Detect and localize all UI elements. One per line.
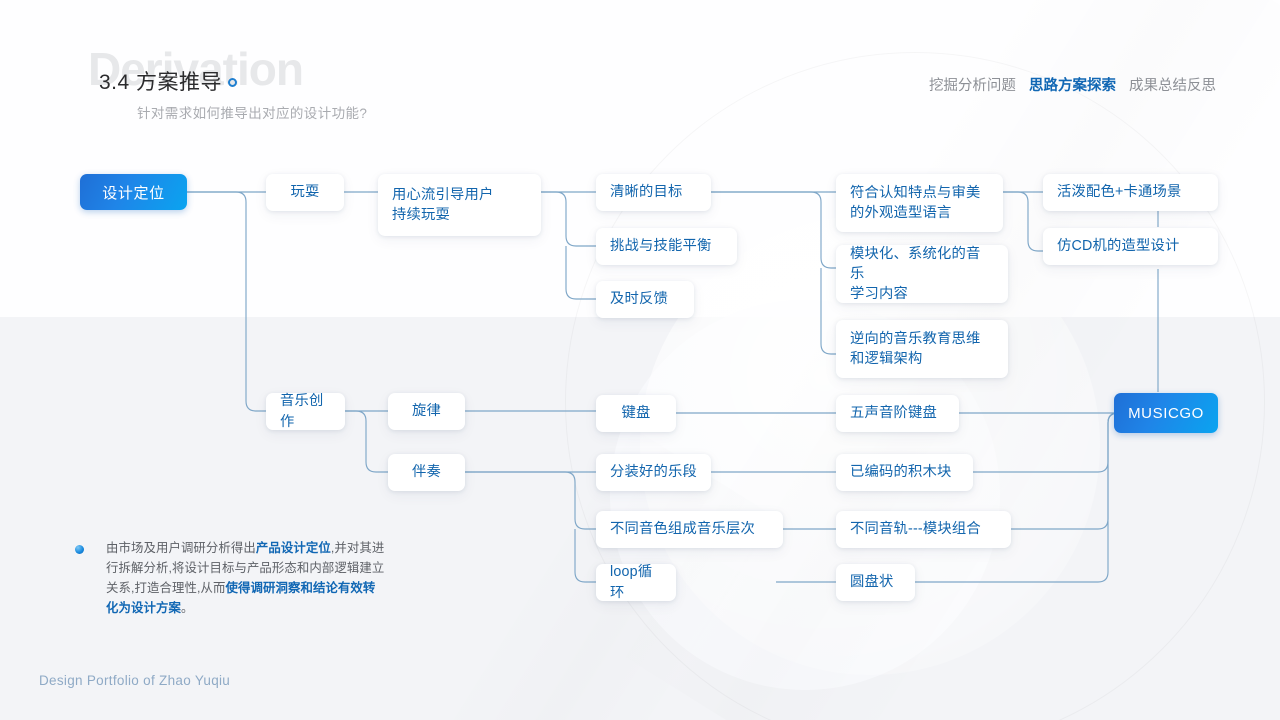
node-cd-player-shape-label: 仿CD机的造型设计 [1057,238,1180,255]
summary-note-segment-4: 。 [180,601,194,616]
summary-note-text: 由市场及用户调研分析得出产品设计定位,并对其进行拆解分析,将设计目标与产品形态和… [106,538,387,618]
node-cd-player-shape[interactable]: 仿CD机的造型设计 [1043,228,1218,265]
title-dot-icon [228,78,238,87]
node-keyboard[interactable]: 键盘 [596,395,676,432]
node-track-module-combo[interactable]: 不同音轨---模块组合 [836,511,1011,548]
node-modular-music-content-label: 模块化、系统化的音乐 学习内容 [850,244,994,305]
node-music-creation[interactable]: 音乐创作 [266,393,345,430]
node-track-module-combo-label: 不同音轨---模块组合 [850,521,981,538]
node-accompaniment[interactable]: 伴奏 [388,454,465,491]
node-music-creation-label: 音乐创作 [280,393,324,430]
node-timbre-layers[interactable]: 不同音色组成音乐层次 [596,511,783,548]
node-modular-music-content-line1: 模块化、系统化的音乐 [850,245,981,282]
node-coded-blocks[interactable]: 已编码的积木块 [836,454,973,491]
summary-note-segment-1: 产品设计定位 [255,541,331,555]
node-flow-guidance-line2: 持续玩耍 [392,207,450,223]
section-watermark: Derivation [88,43,304,95]
node-play[interactable]: 玩耍 [266,174,344,211]
node-challenge-skill-balance[interactable]: 挑战与技能平衡 [596,228,737,265]
node-cognitive-aesthetic-line2: 的外观造型语言 [850,205,952,221]
node-loop[interactable]: loop循环 [596,564,676,601]
node-prepackaged-segment-label: 分装好的乐段 [610,464,697,481]
node-timely-feedback-label: 及时反馈 [610,291,668,308]
node-modular-music-content-line2: 学习内容 [850,286,908,303]
node-timely-feedback[interactable]: 及时反馈 [596,281,694,318]
node-play-label: 玩耍 [290,184,320,201]
node-cognitive-aesthetic[interactable]: 符合认知特点与审美 的外观造型语言 [836,174,1003,232]
node-disc-shape-label: 圆盘状 [850,574,894,591]
node-musicgo-label: MUSICGO [1128,404,1204,422]
nav-item-2[interactable]: 成果总结反思 [1129,78,1216,94]
node-keyboard-label: 键盘 [621,405,651,422]
summary-note-segment-3: 使得调研洞察和结论有效转化为设计方案 [106,581,376,616]
node-flow-guidance[interactable]: 用心流引导用户 持续玩耍 [378,174,541,236]
node-pentatonic-keyboard-label: 五声音阶键盘 [850,405,937,422]
node-design-positioning-label: 设计定位 [102,184,165,202]
node-clear-goal-label: 清晰的目标 [610,184,683,201]
node-reverse-music-education-line2: 和逻辑架构 [850,351,923,367]
node-coded-blocks-label: 已编码的积木块 [850,464,952,481]
node-flow-guidance-label: 用心流引导用户 持续玩耍 [392,185,493,226]
node-modular-music-content[interactable]: 模块化、系统化的音乐 学习内容 [836,245,1008,303]
page-title: 3.4 方案推导 [99,66,238,96]
node-challenge-skill-balance-label: 挑战与技能平衡 [610,238,712,255]
node-accompaniment-label: 伴奏 [412,464,441,481]
page-subtitle: 针对需求如何推导出对应的设计功能? [137,106,368,121]
node-pentatonic-keyboard[interactable]: 五声音阶键盘 [836,395,959,432]
node-reverse-music-education-line1: 逆向的音乐教育思维 [850,330,981,347]
footer-credit: Design Portfolio of Zhao Yuqiu [39,673,231,688]
node-lively-palette-label: 活泼配色+卡通场景 [1057,184,1182,201]
node-disc-shape[interactable]: 圆盘状 [836,564,915,601]
node-reverse-music-education-label: 逆向的音乐教育思维 和逻辑架构 [850,329,980,370]
node-melody-label: 旋律 [412,403,441,420]
node-musicgo-result[interactable]: MUSICGO [1114,393,1218,433]
nav-item-1[interactable]: 思路方案探索 [1028,78,1116,94]
node-clear-goal[interactable]: 清晰的目标 [596,174,711,211]
node-loop-label: loop循环 [610,564,653,601]
summary-note: 由市场及用户调研分析得出产品设计定位,并对其进行拆解分析,将设计目标与产品形态和… [75,538,387,618]
section-nav: 挖掘分析问题 思路方案探索 成果总结反思 [929,74,1216,95]
nav-item-0[interactable]: 挖掘分析问题 [928,78,1016,94]
node-timbre-layers-label: 不同音色组成音乐层次 [610,521,755,538]
node-cognitive-aesthetic-line1: 符合认知特点与审美 [850,184,981,201]
node-melody[interactable]: 旋律 [388,393,465,430]
node-reverse-music-education[interactable]: 逆向的音乐教育思维 和逻辑架构 [836,320,1008,378]
page-title-text: 3.4 方案推导 [99,71,223,94]
node-flow-guidance-line1: 用心流引导用户 [392,186,494,203]
node-cognitive-aesthetic-label: 符合认知特点与审美 的外观造型语言 [850,183,980,224]
bullet-dot-icon [75,545,84,554]
summary-note-segment-0: 由市场及用户调研分析得出 [106,541,256,555]
node-prepackaged-segment[interactable]: 分装好的乐段 [596,454,711,491]
node-design-positioning[interactable]: 设计定位 [80,174,187,210]
summary-note-segment-2: ,并对其进行拆解分析,将设计目标与产品形态和内部逻辑建立关系,打造合理性,从而 [106,541,385,596]
node-lively-palette[interactable]: 活泼配色+卡通场景 [1043,174,1218,211]
